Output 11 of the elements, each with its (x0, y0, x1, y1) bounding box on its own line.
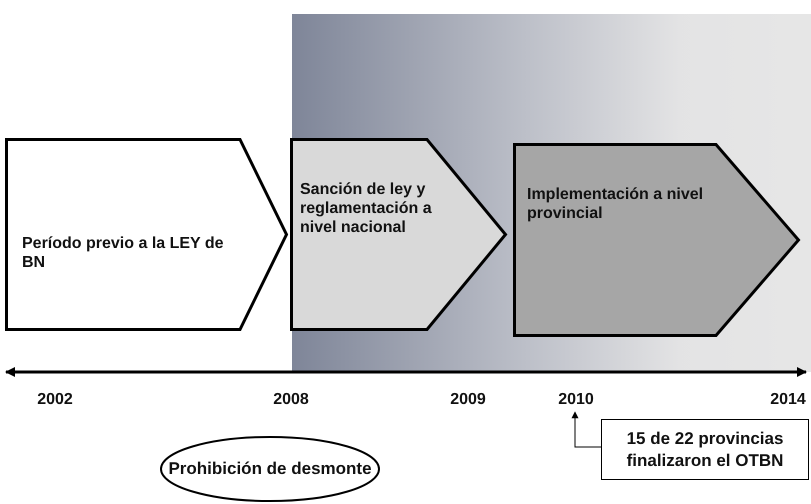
year-label: 2009 (449, 390, 487, 409)
chevron-arrow-box: Período previo a la LEY de BN (5, 138, 288, 331)
leader-arrow (572, 411, 602, 448)
chevron-arrow-box: Implementación a nivel provincial (513, 143, 800, 337)
year-label: 2002 (36, 390, 74, 409)
year-label: 2014 (769, 390, 807, 409)
note-box: 15 de 22 provincias finalizaron el OTBN (601, 419, 809, 480)
ellipse-shape: Prohibición de desmonte (160, 436, 380, 502)
chevron-arrow-box: Sanción de ley y reglamentación a nivel nacional (290, 138, 507, 331)
year-label: 2010 (552, 390, 600, 412)
year-label: 2008 (272, 390, 310, 409)
